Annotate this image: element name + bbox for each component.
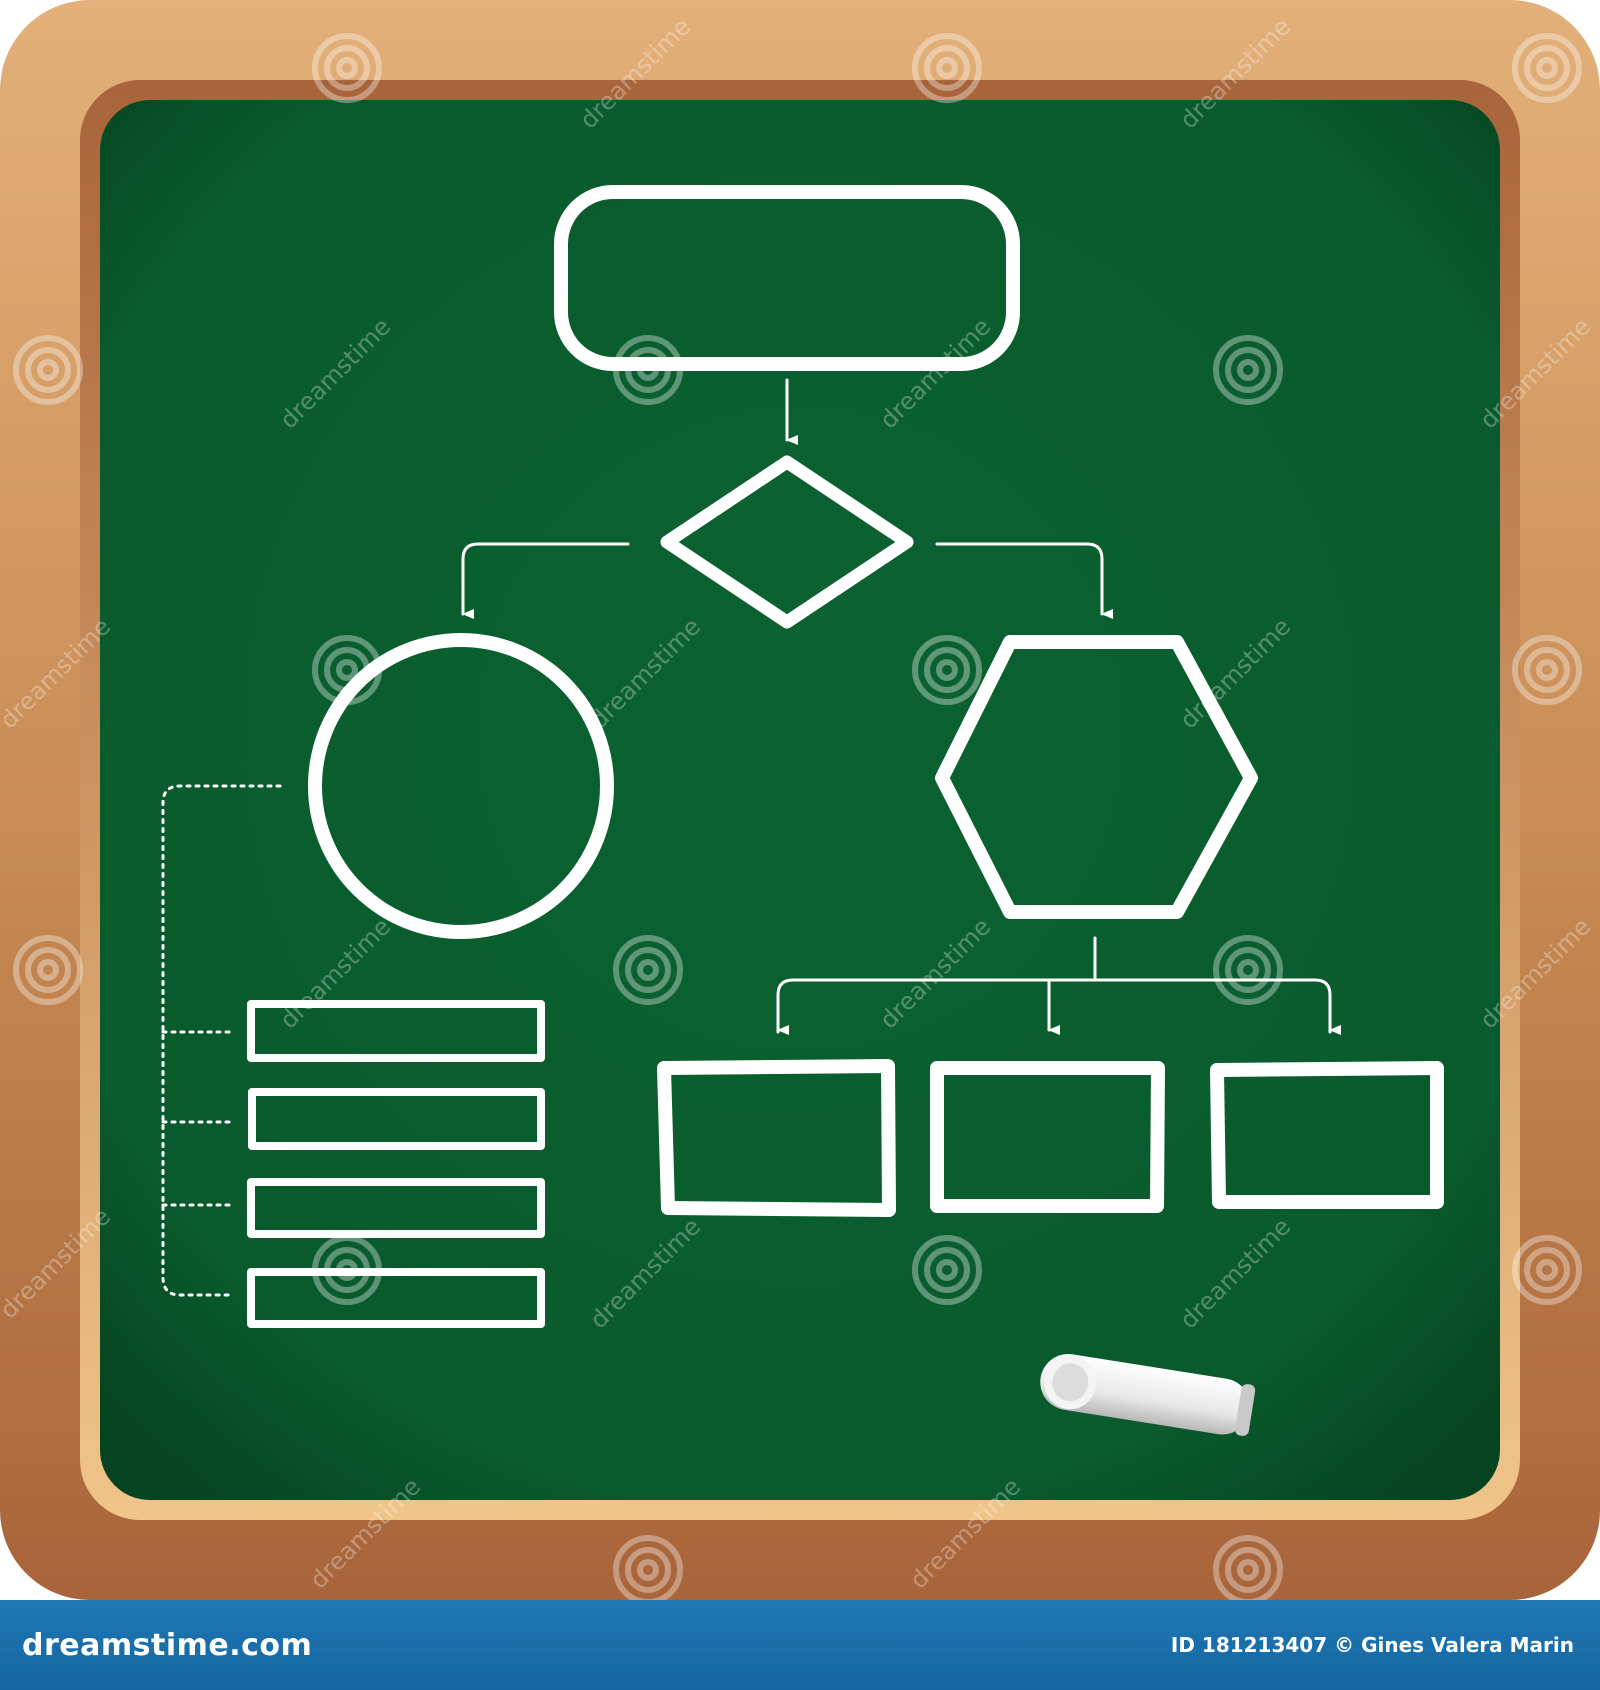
box-2-node <box>930 1061 1165 1213</box>
left-branch-circle-node <box>308 633 614 939</box>
dreamstime-spiral-logo <box>613 935 683 1005</box>
right-branch-hexagon-node <box>935 635 1258 919</box>
arrow-decision-to-hexagon <box>935 542 1113 619</box>
dotted-list-connector <box>161 784 282 1297</box>
chalk-icon <box>1040 1354 1256 1436</box>
dreamstime-spiral-logo <box>912 33 982 103</box>
dreamstime-brand-text[interactable]: dreamstime.com <box>22 1627 313 1663</box>
list-item-2-node <box>248 1088 545 1150</box>
dreamstime-spiral-logo <box>13 935 83 1005</box>
dreamstime-spiral-logo <box>613 1535 683 1600</box>
list-item-4-node <box>247 1268 545 1328</box>
dreamstime-spiral-logo <box>912 1235 982 1305</box>
arrow-decision-to-circle <box>461 542 630 619</box>
list-item-3-node <box>247 1178 545 1238</box>
dreamstime-spiral-logo <box>312 1235 382 1305</box>
image-credit-text: ID 181213407 © Gines Valera Marin <box>1170 1633 1574 1657</box>
dreamstime-spiral-logo <box>312 33 382 103</box>
dreamstime-spiral-logo <box>312 635 382 705</box>
dreamstime-spiral-logo <box>912 635 982 705</box>
dreamstime-spiral-logo <box>1512 635 1582 705</box>
dreamstime-spiral-logo <box>1213 1535 1283 1600</box>
decision-node <box>660 455 914 629</box>
dreamstime-spiral-logo <box>1512 33 1582 103</box>
box-1-node <box>657 1059 896 1217</box>
dreamstime-spiral-logo <box>1213 935 1283 1005</box>
start-terminal-node <box>554 185 1020 371</box>
list-item-1-node <box>247 1000 545 1062</box>
dreamstime-spiral-logo <box>613 335 683 405</box>
boxes-bus-line <box>776 978 1332 1034</box>
dreamstime-spiral-logo <box>13 335 83 405</box>
chalkboard: dreamstime dreamstime dreamstime dreamst… <box>0 0 1600 1600</box>
dreamstime-spiral-logo <box>1512 1235 1582 1305</box>
dreamstime-footer-bar: dreamstime.com ID 181213407 © Gines Vale… <box>0 1600 1600 1690</box>
dreamstime-spiral-logo <box>1213 335 1283 405</box>
box-3-node <box>1210 1061 1444 1209</box>
